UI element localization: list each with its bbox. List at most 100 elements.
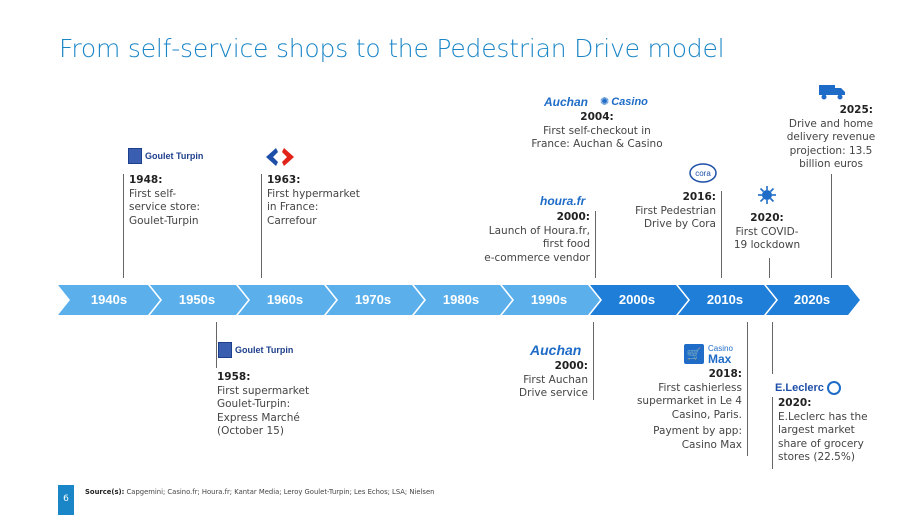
connector-line [769,258,770,278]
sources: Source(s): Capgemini; Casino.fr; Houra.f… [85,488,434,496]
event-year: 1948: [129,174,163,186]
event-2016: 2016: First Pedestrian Drive by Cora [628,191,722,278]
casino-max-logo-line: Max [708,352,732,366]
event-1963: 1963: First hypermarket in France: Carre… [261,174,371,278]
event-year: 2020: [778,397,812,409]
event-1948: 1948: First self- service store: Goulet-… [123,174,213,278]
event-year: 2000: [556,211,590,223]
event-text: Drive service [519,387,588,399]
auchan-logo: Auchan [544,95,589,109]
event-year: 2018: [708,368,742,380]
goulet-turpin-icon [128,148,142,164]
timeline-chevrons [58,285,860,315]
decade-1950s: 1950s [178,292,216,307]
event-text: Drive and home [788,117,874,130]
decade-2010s: 2010s [706,292,744,307]
event-2020-covid: 2020: First COVID- 19 lockdown [726,212,808,253]
event-2018: 2018: First cashierless supermarket in L… [626,322,748,456]
chevron-1990s [502,285,600,315]
goulet-turpin-logo: Goulet Turpin [128,148,203,164]
page-title: From self-service shops to the Pedestria… [59,34,725,63]
event-text: projection: 13.5 [789,144,873,157]
decade-1940s: 1940s [90,292,128,307]
page-number: 6 [58,485,74,515]
event-text: 19 lockdown [733,239,801,251]
event-year: 1958: [217,371,251,383]
event-text: Casino, Paris. [671,408,742,421]
event-1958: 1958: First supermarket Goulet-Turpin: E… [216,371,326,439]
event-text: Goulet-Turpin: [217,398,291,410]
event-text: (October 15) [217,425,284,437]
leclerc-circle-icon [826,381,841,395]
chevron-1950s [150,285,248,315]
event-2004: 2004: First self-checkout in France: Auc… [526,111,668,152]
event-year: 1963: [267,174,301,186]
decade-1960s: 1960s [266,292,304,307]
decade-1990s: 1990s [530,292,568,307]
event-text: largest market [778,424,855,436]
truck-icon [819,85,845,100]
auchan-logo: Auchan [530,342,582,358]
sources-text: Capgemini; Casino.fr; Houra.fr; Kantar M… [126,488,435,496]
casino-max-logo-line: Casino [708,344,733,353]
gear-icon: ✺ [600,95,610,108]
event-text: E.Leclerc has the [778,410,868,423]
event-2000-houra: 2000: Launch of Houra.fr, first food e-c… [478,211,596,278]
houra-logo: houra.fr [540,194,586,208]
event-text: Casino Max [681,438,742,451]
event-text: in France: [267,201,319,213]
event-text: First supermarket [217,384,310,397]
event-text: First cashierless [658,381,742,394]
event-year: 2000: [554,360,588,372]
event-text: First hypermarket [267,187,360,200]
casino-max-logo: 🛒 Casino Max [684,343,733,365]
decade-1980s: 1980s [442,292,480,307]
virus-icon [758,186,776,204]
event-2025: 2025: Drive and home delivery revenue pr… [783,104,879,172]
cora-logo: cora [689,163,717,183]
event-text: Payment by app: [653,425,742,437]
event-text: Express Marché [217,411,300,424]
event-2000-auchan: 2000: First Auchan Drive service [506,322,594,400]
event-text: First self- [129,187,177,200]
event-text: stores (22.5%) [778,451,855,463]
chevron-1960s [238,285,336,315]
event-text: Launch of Houra.fr, [488,224,590,237]
goulet-turpin-logo: Goulet Turpin [218,342,293,358]
event-text: Carrefour [267,214,317,227]
eleclerc-logo-text: E.Leclerc [775,382,824,394]
timeline-bar: 1940s 1950s 1960s 1970s 1980s 1990s 2000… [0,285,920,315]
event-text: Drive by Cora [643,218,716,230]
chevron-1940s [58,285,160,315]
chevron-1980s [414,285,512,315]
event-text: first food [542,238,590,250]
eleclerc-logo: E.Leclerc [775,381,841,395]
event-text: supermarket in Le 4 [636,395,742,407]
event-text: First Pedestrian [635,204,716,217]
event-text: service store: [129,201,201,213]
event-text: Goulet-Turpin [129,214,199,227]
event-text: France: Auchan & Casino [531,138,663,150]
event-text: First self-checkout in [543,124,651,137]
event-text: e-commerce vendor [484,251,590,264]
cart-icon: 🛒 [684,344,704,364]
chevron-1970s [326,285,424,315]
chevron-2020s [766,285,860,315]
event-text: First COVID- [735,225,799,238]
event-year: 2020: [750,212,784,224]
event-2020-leclerc: 2020: E.Leclerc has the largest market s… [772,397,876,469]
carrefour-icon [266,148,294,166]
sources-label: Source(s): [85,488,125,496]
chevron-2000s [590,285,688,315]
event-year: 2025: [839,104,873,116]
decade-2000s: 2000s [618,292,656,307]
connector-line [772,322,773,374]
connector-line [831,174,832,278]
event-text: First Auchan [523,373,588,386]
event-year: 2004: [580,111,614,123]
connector-line [216,322,217,368]
cora-logo-text: cora [695,169,711,178]
chevron-2010s [678,285,776,315]
decade-2020s: 2020s [793,292,831,307]
decade-1970s: 1970s [354,292,392,307]
